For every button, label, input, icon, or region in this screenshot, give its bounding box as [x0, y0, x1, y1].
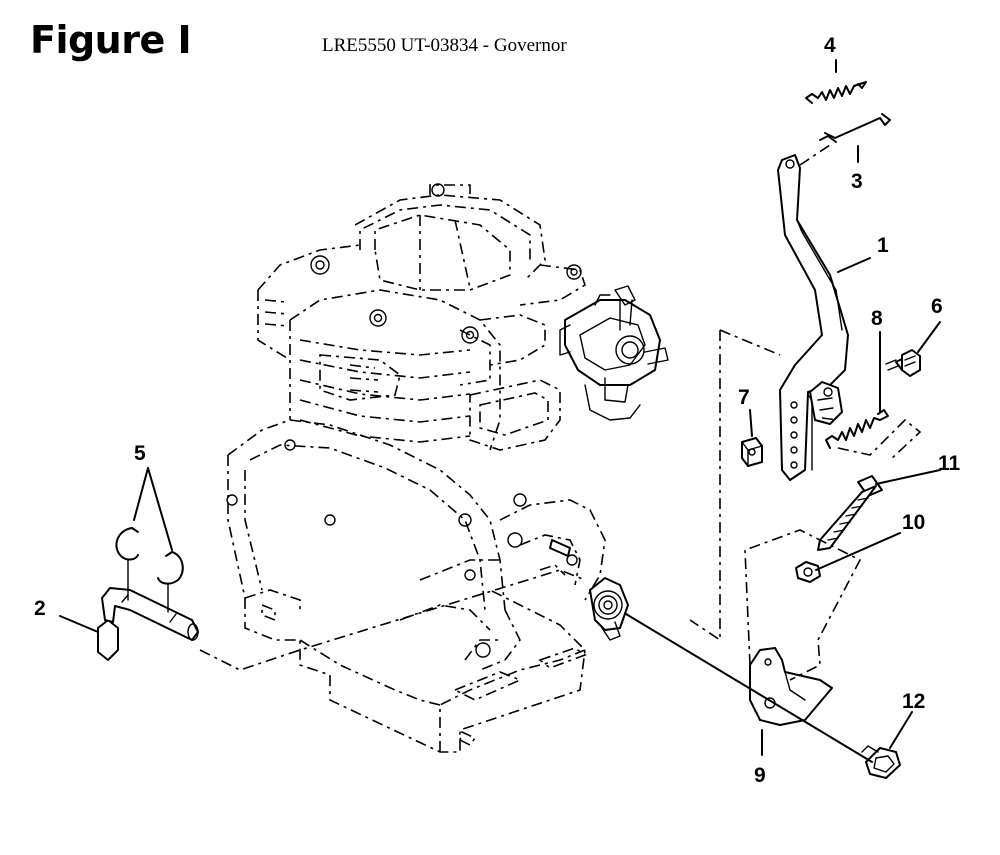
hex-nut — [795, 561, 821, 583]
callout-2: 2 — [34, 597, 46, 620]
square-nut — [741, 437, 763, 467]
adjusting-screw — [885, 349, 921, 377]
engine-block — [226, 183, 606, 753]
governor-lever — [777, 154, 849, 481]
e-clips — [115, 527, 184, 613]
callout-4: 4 — [824, 34, 836, 57]
leader-lines — [59, 59, 941, 763]
callout-labels: 4 3 1 6 8 7 11 10 5 2 9 12 — [34, 34, 961, 787]
governor-seal — [589, 577, 629, 641]
carburetor — [559, 285, 669, 421]
rod-spring — [805, 81, 867, 104]
callout-1: 1 — [877, 234, 889, 257]
callout-3: 3 — [851, 170, 863, 193]
figure-subtitle: LRE5550 UT-03834 - Governor — [322, 35, 567, 56]
callout-9: 9 — [754, 764, 766, 787]
callout-6: 6 — [931, 295, 943, 318]
governor-shaft — [97, 569, 586, 671]
callout-10: 10 — [902, 511, 925, 534]
callout-11: 11 — [938, 452, 961, 475]
flange-bolt — [861, 745, 901, 779]
callout-8: 8 — [871, 307, 883, 330]
callout-7: 7 — [738, 386, 750, 409]
callout-12: 12 — [902, 690, 925, 713]
figure-title: Figure I — [30, 18, 192, 62]
lever-bolt — [817, 475, 883, 551]
governor-rod — [799, 113, 891, 166]
callout-5: 5 — [134, 442, 146, 465]
